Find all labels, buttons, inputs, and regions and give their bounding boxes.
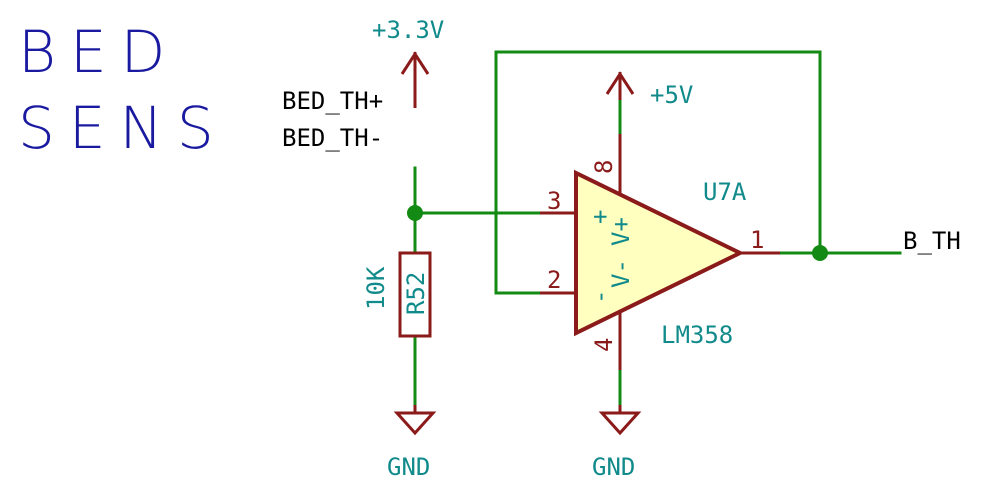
opamp-vplus-label: V+ bbox=[607, 217, 635, 246]
title-line-1: BED bbox=[18, 18, 179, 86]
vcc33-arrow-icon bbox=[400, 51, 430, 75]
junction-dot-input bbox=[407, 205, 423, 221]
net-label-bed-th-minus: BED_TH- bbox=[282, 124, 383, 152]
gnd-symbol-left: GND bbox=[387, 405, 437, 481]
vcc33-power-symbol: +3.3V bbox=[372, 16, 444, 108]
resistor-body bbox=[398, 251, 432, 338]
ground-icon-left bbox=[393, 411, 437, 436]
vcc5-power-symbol: +5V bbox=[605, 71, 693, 109]
opamp-inverting-sign: - bbox=[586, 290, 614, 304]
resistor-r52: R52 10K bbox=[362, 251, 432, 338]
resistor-value: 10K bbox=[362, 266, 390, 310]
gnd-label-right: GND bbox=[592, 453, 635, 481]
net-label-bed-th-plus: BED_TH+ bbox=[282, 87, 383, 115]
opamp-pin8-number: 8 bbox=[590, 160, 618, 174]
resistor-ref: R52 bbox=[402, 272, 430, 315]
opamp-noninverting-sign: + bbox=[586, 210, 614, 224]
opamp-pin2-number: 2 bbox=[547, 266, 561, 294]
ground-icon-right bbox=[598, 411, 642, 436]
opamp-triangle-body bbox=[574, 169, 745, 337]
net-label-output: B_TH bbox=[903, 227, 961, 255]
gnd-label-left: GND bbox=[387, 453, 430, 481]
vcc33-label: +3.3V bbox=[372, 16, 444, 44]
opamp-pin3-number: 3 bbox=[547, 187, 561, 215]
opamp-part: LM358 bbox=[661, 321, 733, 349]
opamp-u7a: 3 2 1 8 4 + - V+ V- U7A LM358 bbox=[540, 134, 780, 370]
junction-dot-output bbox=[812, 245, 828, 261]
opamp-pin1-number: 1 bbox=[750, 226, 764, 254]
opamp-vminus-label: V- bbox=[607, 259, 635, 288]
wire-feedback-loop bbox=[494, 50, 822, 295]
opamp-ref: U7A bbox=[703, 178, 747, 206]
vcc5-arrow-icon bbox=[605, 71, 635, 95]
gnd-symbol-right: GND bbox=[592, 405, 642, 481]
vcc5-label: +5V bbox=[650, 81, 693, 109]
opamp-pin4-number: 4 bbox=[590, 338, 618, 352]
title-line-2: SENS bbox=[18, 94, 228, 162]
